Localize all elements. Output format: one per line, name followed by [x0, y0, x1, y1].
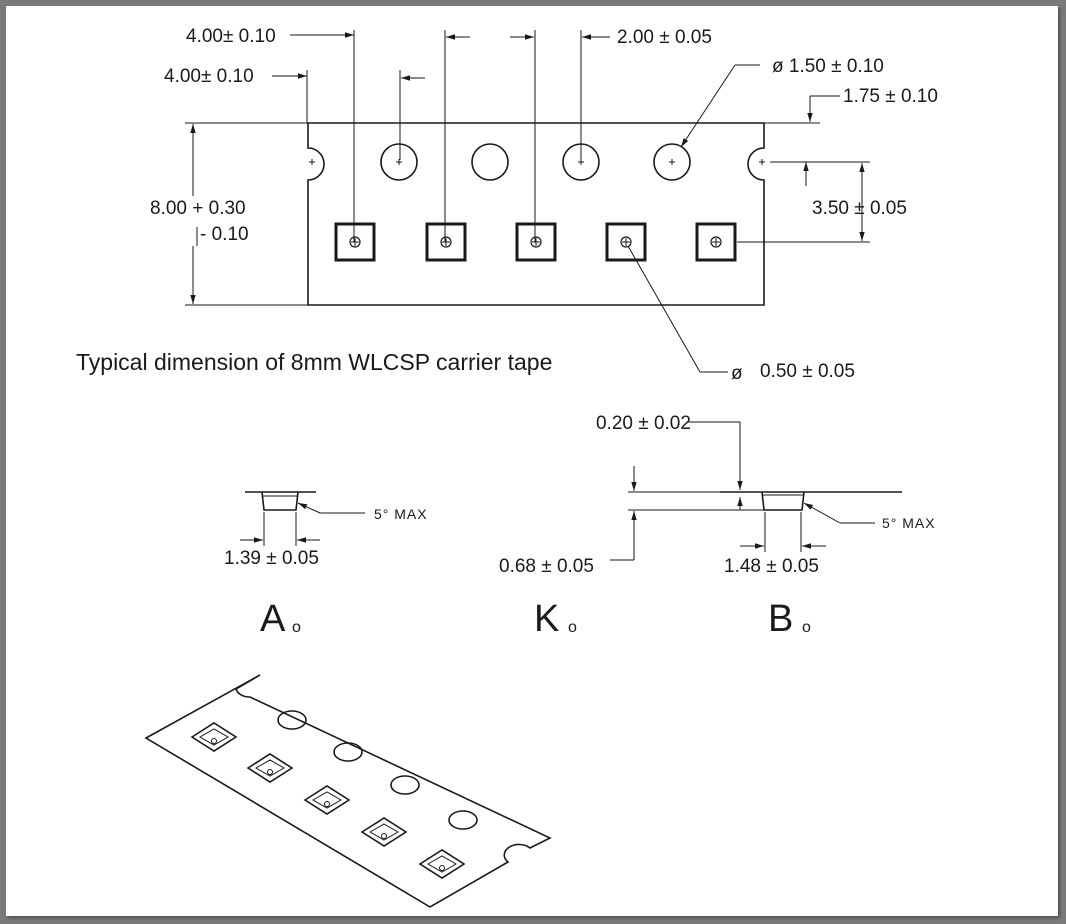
label-k0-sub: o — [568, 619, 577, 636]
dim-sprocket-pitch: 4.00± 0.10 — [164, 66, 254, 87]
label-b0: B — [768, 598, 793, 640]
label-k0: K — [534, 598, 559, 640]
carrier-tape-drawing: 4.00± 0.10 4.00± 0.10 2.00 ± 0.05 ø 1.50… — [76, 26, 938, 908]
iso-pocket — [360, 817, 408, 847]
pocket — [695, 222, 737, 262]
drawing-sheet: 4.00± 0.10 4.00± 0.10 2.00 ± 0.05 ø 1.50… — [6, 6, 1058, 916]
tape-outline — [307, 122, 765, 306]
dim-f: 3.50 ± 0.05 — [812, 198, 907, 219]
pocket — [334, 222, 376, 262]
iso-pocket — [303, 785, 351, 815]
drawing-caption: Typical dimension of 8mm WLCSP carrier t… — [76, 349, 552, 375]
dim-pocket-pitch: 4.00± 0.10 — [186, 26, 276, 47]
dim-a0: 1.39 ± 0.05 — [224, 548, 319, 569]
dim-pocket-hole-diameter: 0.50 ± 0.05 — [760, 361, 855, 382]
dim-angle-b: 5° MAX — [882, 515, 936, 531]
pocket — [515, 222, 557, 262]
label-a0-sub: o — [292, 619, 301, 636]
isometric-tape — [144, 674, 552, 908]
dim-b0: 1.48 ± 0.05 — [724, 556, 819, 577]
dim-hole-symbol: ø — [731, 363, 743, 384]
iso-pocket — [190, 722, 238, 752]
pocket — [425, 222, 467, 262]
dim-tape-width-tol: - 0.10 — [200, 224, 249, 245]
sprocket-hole — [653, 143, 691, 181]
iso-pocket — [418, 849, 466, 879]
dim-sprocket-diameter: ø 1.50 ± 0.10 — [772, 56, 884, 77]
sprocket-hole — [471, 143, 509, 181]
label-a0: A — [260, 598, 286, 640]
dim-thickness: 0.20 ± 0.02 — [596, 413, 691, 434]
dim-edge-distance: 1.75 ± 0.10 — [843, 86, 938, 107]
sprocket-hole — [380, 143, 418, 181]
iso-pocket — [246, 753, 294, 783]
dim-k0: 0.68 ± 0.05 — [499, 556, 594, 577]
dim-p2: 2.00 ± 0.05 — [617, 27, 712, 48]
label-b0-sub: o — [802, 619, 811, 636]
pocket — [605, 222, 647, 262]
dim-tape-width: 8.00 + 0.30 — [150, 198, 246, 219]
dim-angle-a: 5° MAX — [374, 506, 428, 522]
